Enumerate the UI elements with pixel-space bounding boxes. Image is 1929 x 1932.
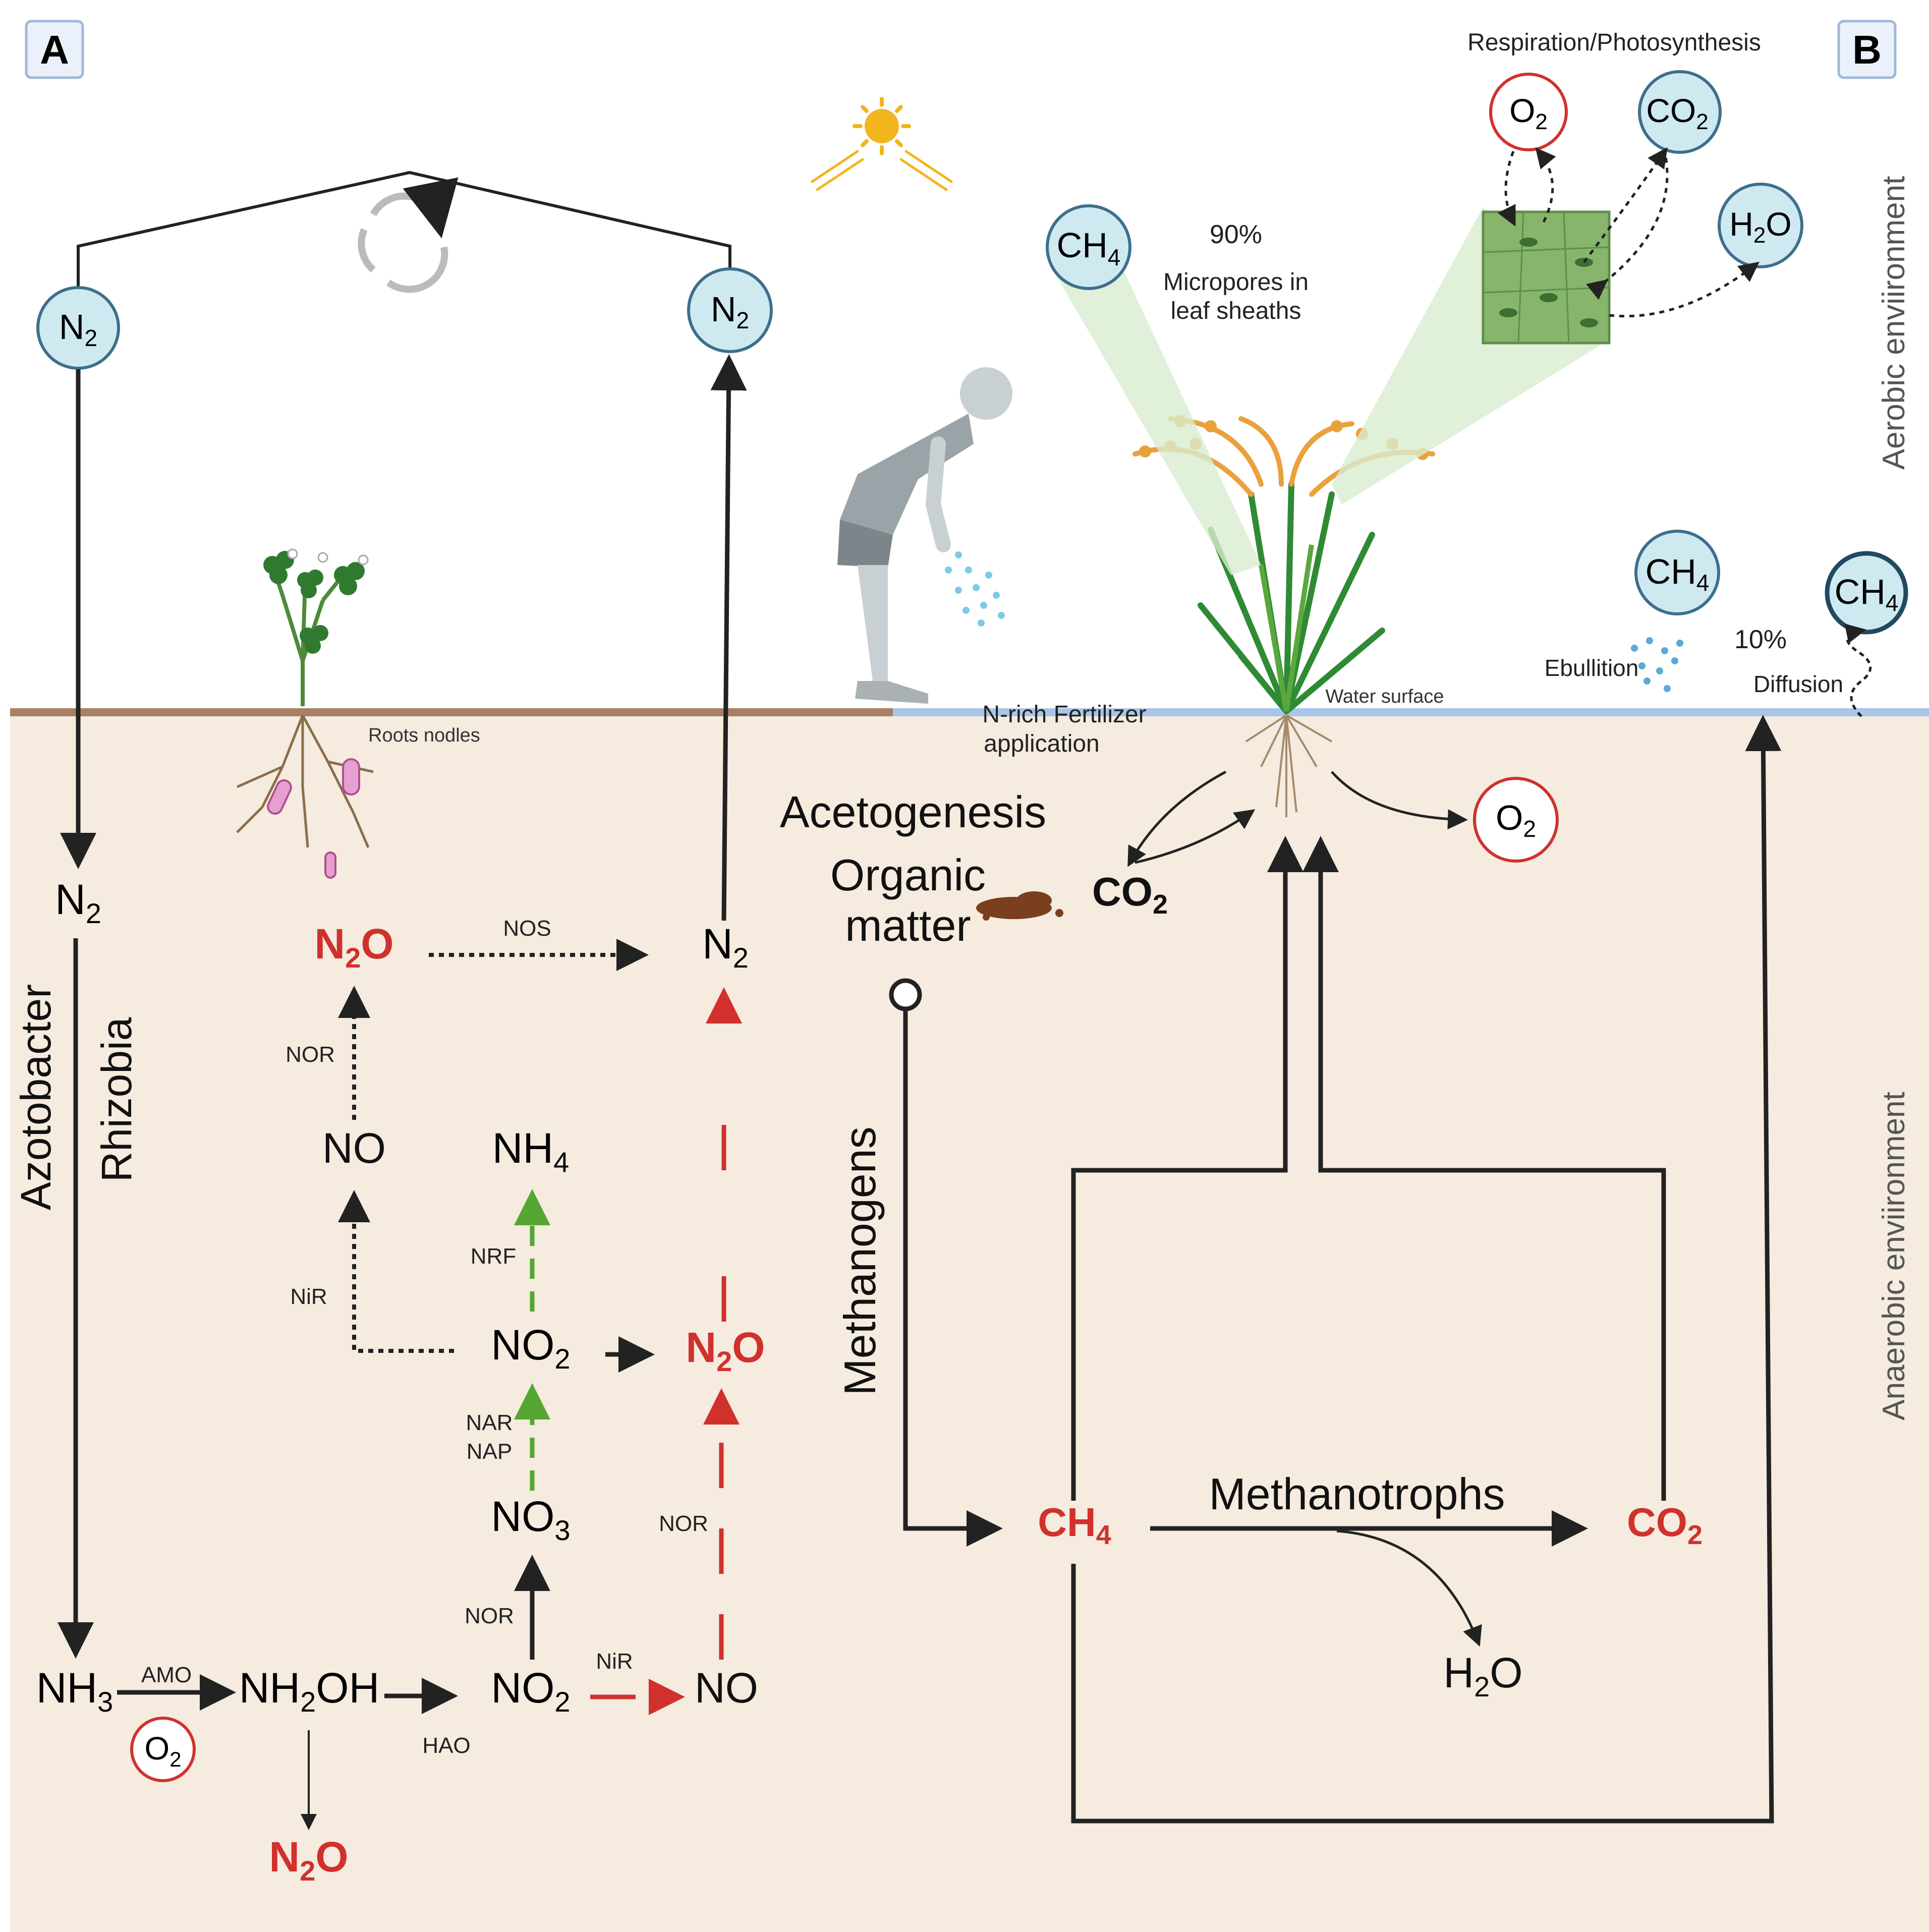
roots-nodules-label: Roots nodles bbox=[368, 725, 480, 746]
water-surface-label: Water surface bbox=[1325, 686, 1444, 707]
nh2oh-label: NH2OH bbox=[239, 1664, 379, 1718]
n2-atmosphere-right-bubble: N2 bbox=[687, 267, 773, 353]
respiration-photosynthesis-title: Respiration/Photosynthesis bbox=[1467, 29, 1761, 56]
ch4-ebullition-bubble: CH4 bbox=[1634, 530, 1720, 615]
nar-enzyme-label: NAR bbox=[466, 1410, 513, 1435]
arrow-co2-up-to-plant bbox=[1302, 836, 1666, 1501]
cycle-icon bbox=[358, 177, 459, 293]
nh3-label: NH3 bbox=[36, 1664, 113, 1718]
svg-text:CH4: CH4 bbox=[1057, 225, 1121, 270]
arrow-no2-to-no-dotted bbox=[338, 1190, 454, 1353]
arrow-n2-soil-to-atmosphere bbox=[710, 354, 747, 921]
anaerobic-label: Anaerobic enviironment bbox=[1877, 1092, 1911, 1420]
h2o-leaf-bubble: H2O bbox=[1718, 183, 1803, 268]
acetogenesis-label: Acetogenesis bbox=[780, 787, 1046, 837]
co2-leaf-bubble: CO2 bbox=[1638, 70, 1722, 154]
h2o-oxidation-label: H2O bbox=[1443, 1649, 1522, 1702]
soil-background bbox=[10, 712, 1929, 1932]
arrow-co2-to-roots bbox=[1134, 809, 1256, 864]
sun-icon bbox=[811, 97, 953, 191]
svg-text:CH4: CH4 bbox=[1835, 572, 1899, 616]
ebullition-label: Ebullition bbox=[1545, 655, 1639, 681]
nor-upper-enzyme-label: NOR bbox=[286, 1042, 335, 1067]
no-lower-label: NO bbox=[695, 1664, 758, 1712]
n2-denitrification-label: N2 bbox=[702, 920, 749, 974]
gas-exchange-arrows bbox=[1497, 147, 1760, 318]
leaf-surface-icon bbox=[1482, 210, 1611, 345]
micropores-label-line1: Micropores in bbox=[1163, 269, 1309, 296]
svg-text:N2: N2 bbox=[59, 307, 97, 351]
amo-enzyme-label: AMO bbox=[141, 1663, 192, 1687]
n2-atmosphere-left-bubble: N2 bbox=[36, 286, 120, 370]
svg-text:O2: O2 bbox=[144, 1730, 181, 1771]
nor-right-enzyme-label: NOR bbox=[659, 1511, 708, 1536]
o2-nitrification-bubble: O2 bbox=[130, 1717, 196, 1782]
no2-mid-label: NO2 bbox=[491, 1321, 570, 1375]
leaf-sheath-zoom-cone bbox=[1054, 262, 1261, 575]
farmer-spreading-fertilizer-icon bbox=[837, 367, 1012, 704]
organic-matter-label-line1: Organic bbox=[830, 850, 986, 900]
svg-text:O2: O2 bbox=[1496, 798, 1536, 842]
ebullition-bubbles-icon bbox=[1631, 637, 1683, 692]
azotobacter-label: Azotobacter bbox=[12, 984, 60, 1210]
organic-matter-node bbox=[889, 978, 922, 1011]
panel-a-label: A bbox=[40, 27, 69, 72]
n2o-bottom-label: N2O bbox=[269, 1833, 348, 1887]
n2-soil-label: N2 bbox=[55, 876, 101, 929]
panel-b-label: B bbox=[1852, 27, 1882, 72]
n2o-top-label: N2O bbox=[314, 920, 393, 974]
diffusion-label: Diffusion bbox=[1753, 671, 1843, 697]
panel-b-badge: B bbox=[1837, 20, 1897, 79]
hao-enzyme-label: HAO bbox=[422, 1733, 470, 1758]
n2o-mid-label: N2O bbox=[686, 1324, 765, 1377]
nrf-enzyme-label: NRF bbox=[471, 1244, 516, 1269]
organic-matter-label-line2: matter bbox=[845, 900, 971, 950]
no3-label: NO3 bbox=[491, 1493, 570, 1546]
n2-atmospheric-loop bbox=[77, 171, 731, 288]
nos-enzyme-label: NOS bbox=[503, 916, 551, 941]
nh4-label: NH4 bbox=[492, 1124, 569, 1178]
methanogens-label: Methanogens bbox=[835, 1126, 885, 1395]
panel-a-badge: A bbox=[25, 20, 84, 79]
svg-text:CH4: CH4 bbox=[1646, 552, 1710, 596]
nap-enzyme-label: NAP bbox=[467, 1439, 512, 1464]
rhizobia-label: Rhizobia bbox=[93, 1017, 140, 1182]
o2-leaf-bubble: O2 bbox=[1489, 73, 1568, 151]
ch4-soil-label: CH4 bbox=[1038, 1500, 1111, 1550]
organic-matter-icon bbox=[976, 891, 1063, 921]
diffusion-arrow bbox=[1844, 623, 1872, 717]
root-nodule-bacteria-icon bbox=[267, 758, 360, 879]
rice-roots-icon bbox=[1245, 714, 1333, 817]
fertilizer-label-line1: N-rich Fertilizer bbox=[982, 701, 1146, 728]
co2-oxidation-label: CO2 bbox=[1627, 1500, 1703, 1550]
svg-text:O2: O2 bbox=[1509, 92, 1548, 134]
svg-text:H2O: H2O bbox=[1729, 205, 1792, 248]
pct-90-label: 90% bbox=[1210, 220, 1262, 249]
methanotrophs-label: Methanotrophs bbox=[1209, 1469, 1505, 1519]
pct-10-label: 10% bbox=[1734, 625, 1787, 654]
micropores-label-line2: leaf sheaths bbox=[1171, 298, 1301, 324]
no2-lower-label: NO2 bbox=[491, 1664, 570, 1718]
clover-plant-icon bbox=[263, 548, 369, 706]
o2-root-bubble: O2 bbox=[1473, 777, 1559, 863]
nor-lower-enzyme-label: NOR bbox=[465, 1604, 514, 1628]
svg-text:CO2: CO2 bbox=[1646, 92, 1708, 134]
co2-plant-label: CO2 bbox=[1092, 869, 1168, 920]
nir-upper-enzyme-label: NiR bbox=[290, 1284, 327, 1309]
nir-lower-enzyme-label: NiR bbox=[596, 1649, 633, 1674]
arrow-roots-to-o2 bbox=[1331, 771, 1468, 830]
fertilizer-label-line2: application bbox=[984, 730, 1100, 757]
arrow-roots-to-co2 bbox=[1127, 770, 1227, 867]
ch4-diffusion-bubble: CH4 bbox=[1825, 551, 1908, 635]
no-upper-label: NO bbox=[322, 1124, 386, 1172]
arrow-organic-matter-to-ch4 bbox=[903, 1009, 1003, 1547]
arrow-ch4-up-to-plant bbox=[1071, 836, 1303, 1501]
aerobic-label: Aerobic enviironment bbox=[1877, 176, 1911, 470]
arrow-ch4-to-water-surface bbox=[1071, 715, 1782, 1824]
ch4-leaf-bubble: CH4 bbox=[1046, 204, 1131, 290]
arrow-methanotrophs-to-h2o bbox=[1336, 1529, 1482, 1647]
svg-text:N2: N2 bbox=[711, 290, 749, 333]
